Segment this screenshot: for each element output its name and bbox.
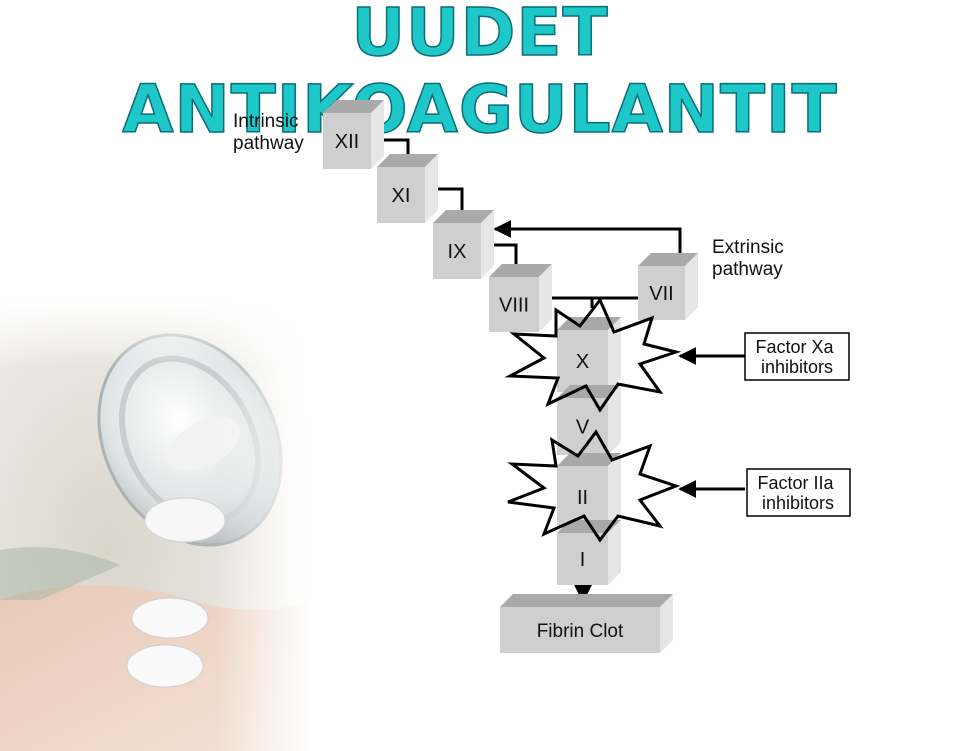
factor-label-viii: VIII	[499, 295, 529, 317]
factor-box-ii: II	[557, 453, 621, 528]
factor-label-xii: XII	[335, 131, 359, 153]
factor-xa-inhibitors-box: Factor Xa inhibitors	[744, 332, 850, 381]
factor-label-vii: VII	[649, 283, 673, 305]
factor-label-fibrin-clot: Fibrin Clot	[537, 621, 624, 642]
factor-box-ix: IX	[433, 210, 494, 279]
svg-text:Factor Xa inhibitors: Factor Xa inhibitors	[755, 337, 838, 377]
factor-label-v: V	[576, 417, 590, 439]
pills-bottle-image	[0, 300, 310, 751]
factor-box-viii: VIII	[489, 264, 552, 332]
svg-text:Factor IIa inhibitors: Factor IIa inhibitors	[757, 473, 838, 513]
factor-label-x: X	[576, 351, 589, 373]
factor-label-ix: IX	[448, 241, 467, 263]
factor-box-x: X	[557, 317, 621, 392]
factor-box-xii: XII	[323, 100, 384, 169]
factor-box-i: I	[557, 520, 621, 585]
factor-box-fibrin-clot: Fibrin Clot	[500, 594, 673, 653]
ii-inhibition-starburst	[507, 429, 681, 543]
x-inhibition-starburst	[504, 297, 682, 413]
factor-iia-inhibitors-box: Factor IIa inhibitors	[746, 468, 851, 517]
intrinsic-pathway-label: Intrinsic pathway	[233, 111, 304, 154]
factor-box-vii: VII	[638, 253, 698, 320]
factor-label-i: I	[580, 549, 586, 571]
page-title: UUDET ANTIKOAGULANTIT	[122, 0, 838, 149]
factor-box-xi: XI	[377, 154, 438, 223]
extrinsic-pathway-label: Extrinsic pathway	[712, 237, 789, 280]
factor-label-xi: XI	[392, 185, 411, 207]
factor-label-ii: II	[577, 487, 588, 509]
